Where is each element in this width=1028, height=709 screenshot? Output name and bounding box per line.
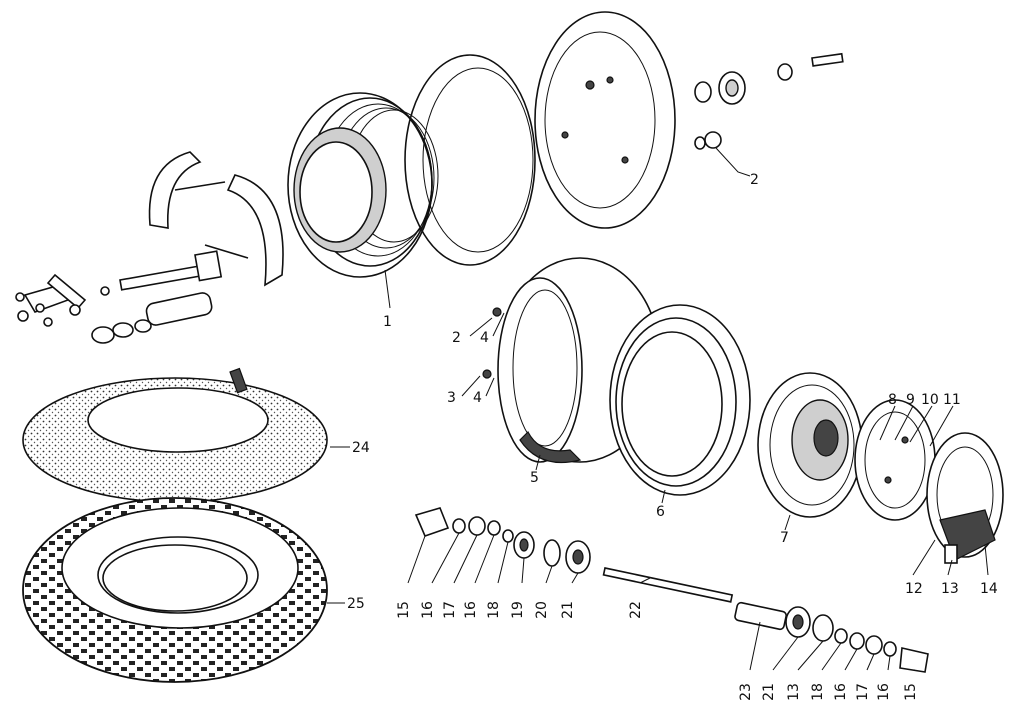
callout-24: 24 <box>352 440 370 456</box>
callout-3: 3 <box>447 390 456 406</box>
callout-4-lower: 4 <box>473 390 482 406</box>
callout-11: 11 <box>943 392 961 408</box>
tyre-part-25 <box>22 497 328 683</box>
axle-parts-right-row <box>734 601 929 673</box>
callout-19: 19 <box>510 601 526 619</box>
callout-labels: 1 2 2 4 3 4 5 6 7 8 9 10 11 12 13 14 15 … <box>347 172 998 701</box>
callout-23: 23 <box>738 683 754 701</box>
callout-17-left: 17 <box>442 601 458 619</box>
callout-1: 1 <box>383 314 392 330</box>
callout-21-right: 21 <box>761 683 777 701</box>
callout-7: 7 <box>780 530 789 546</box>
callout-15-right: 15 <box>903 683 919 701</box>
hub-part-7 <box>757 372 863 518</box>
callout-18-left: 18 <box>486 601 502 619</box>
callout-14: 14 <box>980 581 998 597</box>
callout-13-right: 13 <box>786 683 802 701</box>
callout-4-upper: 4 <box>480 330 489 346</box>
callout-22: 22 <box>628 601 644 619</box>
callout-8: 8 <box>888 392 897 408</box>
inner-tube-part-24 <box>22 367 328 503</box>
callout-16-right-b: 16 <box>876 683 892 701</box>
brake-shoe-assembly-parts-8-11 <box>854 399 936 521</box>
callout-20: 20 <box>534 601 550 619</box>
wheel-rim-part-6 <box>609 304 751 496</box>
upper-rim-halves <box>404 11 676 266</box>
callout-25: 25 <box>347 596 365 612</box>
brake-shoes <box>148 151 284 287</box>
callout-6: 6 <box>656 504 665 520</box>
axle-parts-left-row <box>414 507 591 574</box>
callout-13: 13 <box>941 581 959 597</box>
axle-part-22 <box>602 567 734 603</box>
callout-2-upper: 2 <box>750 172 759 188</box>
callout-5: 5 <box>530 470 539 486</box>
callout-16-right-a: 16 <box>833 683 849 701</box>
brake-cam-and-levers <box>15 250 223 344</box>
upper-fasteners <box>694 52 844 150</box>
callout-2-middle: 2 <box>452 330 461 346</box>
callout-16-left-a: 16 <box>420 601 436 619</box>
callout-16-left-b: 16 <box>463 601 479 619</box>
callout-21-left: 21 <box>560 601 576 619</box>
callout-15-left: 15 <box>396 601 412 619</box>
callout-10: 10 <box>921 392 939 408</box>
callout-18-right: 18 <box>810 683 826 701</box>
leader-lines <box>327 147 989 671</box>
callout-17-right: 17 <box>855 683 871 701</box>
brake-drum-part-1 <box>287 92 439 278</box>
callout-9: 9 <box>906 392 915 408</box>
brake-backplate-parts-12-14 <box>926 432 1004 564</box>
callout-12: 12 <box>905 581 923 597</box>
